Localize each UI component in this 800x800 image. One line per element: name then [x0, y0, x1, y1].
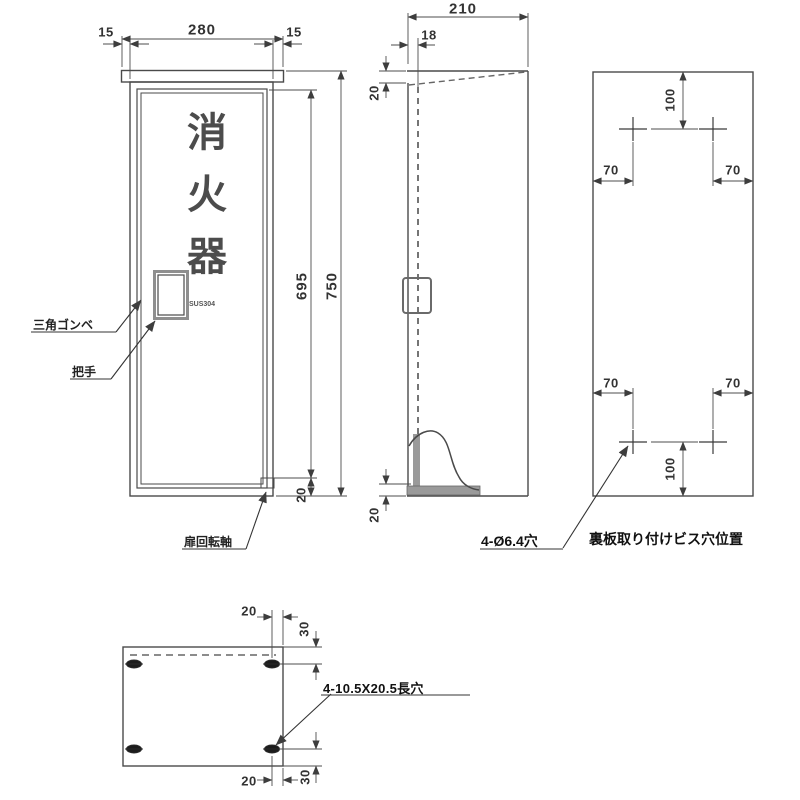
- back-view-leader: [480, 445, 629, 550]
- dim-label-15-right: 15: [286, 24, 302, 40]
- dim-label-15-left: 15: [98, 24, 114, 40]
- door-hinge-mark: [260, 477, 275, 489]
- handle-label: 把手: [72, 365, 97, 379]
- back-view-holes: [619, 117, 727, 454]
- dim-label-280: 280: [187, 21, 217, 39]
- dim-label-100-bottom: 100: [662, 457, 678, 481]
- slot-spec-label: 4-10.5X20.5長穴: [323, 681, 424, 696]
- dim-label-20-side-bottom: 20: [366, 507, 382, 523]
- door-kanji-text: 消火器: [181, 111, 225, 297]
- front-view-leaders: [31, 299, 267, 550]
- latch-label: 三角ゴンベ: [33, 318, 94, 332]
- front-view: [120, 69, 285, 497]
- side-handle: [402, 277, 432, 314]
- back-view: [592, 71, 754, 497]
- dim-label-30-bv-top: 30: [296, 621, 312, 637]
- dim-label-100-top: 100: [662, 88, 678, 112]
- hinge-label: 扉回転軸: [184, 535, 233, 549]
- back-holes-spec-label: 4-Ø6.4穴: [481, 533, 538, 549]
- dim-label-750: 750: [323, 271, 341, 301]
- handle-material-label: SUS304: [189, 301, 216, 308]
- dim-label-70-bottom-left: 70: [603, 375, 619, 391]
- stand-bracket-curve: [408, 430, 480, 491]
- dim-label-30-bv-bottom: 30: [297, 769, 313, 785]
- side-roof-slant-hidden: [408, 71, 527, 86]
- dim-label-70-top-left: 70: [603, 162, 619, 178]
- bottom-panel: [122, 646, 284, 767]
- leader-line-handle: [110, 320, 156, 380]
- leader-line-holes: [562, 445, 629, 549]
- dim-label-70-bottom-right: 70: [725, 375, 741, 391]
- back-panel: [592, 71, 754, 497]
- leader-line-hinge: [245, 491, 267, 550]
- dim-label-20-side-top: 20: [366, 85, 382, 101]
- dim-label-20-bv-top: 20: [241, 603, 257, 619]
- bottom-view-leader: [275, 693, 470, 746]
- side-view-dimensions: [379, 13, 529, 511]
- bottom-view: [122, 646, 284, 767]
- back-view-dimensions: [592, 71, 754, 497]
- bottom-view-slots: [125, 659, 281, 754]
- cabinet-top-cap: [120, 69, 285, 83]
- stand-base-plate: [406, 485, 481, 496]
- door-handle-inner: [157, 274, 185, 316]
- back-holes-note-label: 裏板取り付けビス穴位置: [589, 531, 743, 547]
- leader-line-latch: [115, 299, 142, 333]
- dim-label-20-front-bottom: 20: [293, 487, 309, 503]
- cabinet-door: [136, 88, 268, 489]
- dim-label-210: 210: [448, 0, 478, 18]
- dim-label-20-bv-bottom: 20: [241, 773, 257, 789]
- leader-line-slots: [275, 693, 332, 746]
- side-view: [402, 70, 529, 497]
- cabinet-body: [129, 81, 274, 497]
- dim-label-695: 695: [293, 271, 311, 301]
- bottom-view-dimensions: [257, 610, 322, 786]
- cabinet-door-inner: [140, 92, 264, 485]
- door-handle-outer: [153, 270, 189, 320]
- front-view-dimensions: [103, 35, 347, 497]
- dim-label-70-top-right: 70: [725, 162, 741, 178]
- dim-label-18: 18: [421, 27, 437, 43]
- stand-vertical-plate: [413, 434, 420, 487]
